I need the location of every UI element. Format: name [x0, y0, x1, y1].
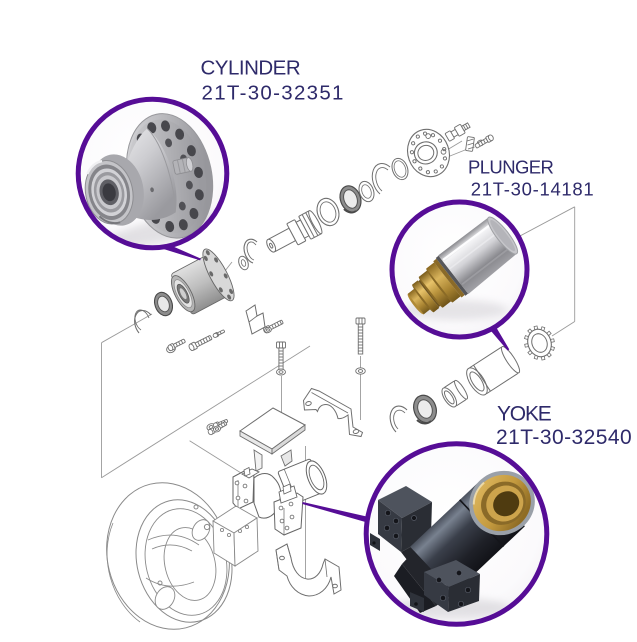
svg-text:21T-30-32540: 21T-30-32540 [496, 426, 632, 449]
svg-text:CYLINDER: CYLINDER [201, 56, 301, 79]
svg-text:21T-30-14181: 21T-30-14181 [471, 178, 595, 199]
svg-text:21T-30-32351: 21T-30-32351 [202, 82, 345, 105]
svg-text:PLUNGER: PLUNGER [468, 156, 553, 177]
svg-text:YOKE: YOKE [497, 403, 552, 426]
